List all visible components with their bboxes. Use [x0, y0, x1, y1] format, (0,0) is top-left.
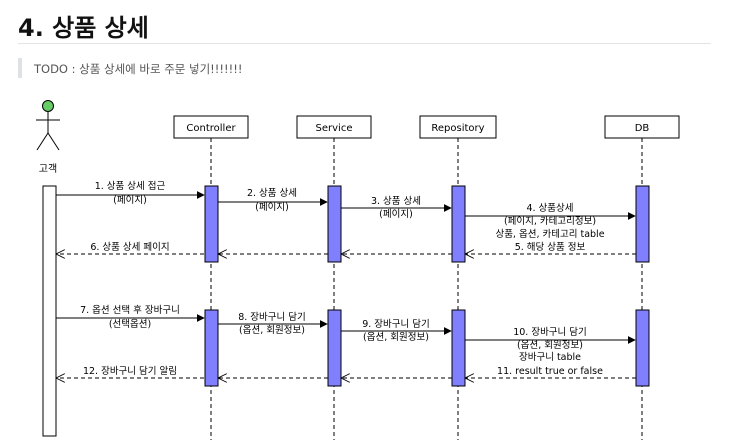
participant-repository: Repository	[419, 115, 497, 139]
message-5: 5. 해당 상품 정보	[466, 241, 636, 254]
message-11-label: 11. result true or false	[497, 366, 603, 377]
activation-db-1	[635, 185, 650, 263]
message-2: 2. 상품 상세 (페이지)	[218, 188, 328, 213]
activation-controller-1	[204, 185, 219, 263]
activation-service-2	[327, 309, 342, 387]
page-title: 4. 상품 상세	[18, 14, 149, 42]
message-7: 7. 옵션 선택 후 장바구니 (선택옵션)	[56, 305, 205, 330]
participant-service-label: Service	[316, 123, 353, 134]
message-11: 11. result true or false	[466, 366, 636, 378]
todo-note: TODO : 상품 상세에 바로 주문 넣기!!!!!!!	[18, 58, 708, 80]
message-2-label: 2. 상품 상세	[247, 188, 297, 199]
actor-activation	[42, 185, 57, 437]
participant-repository-label: Repository	[431, 123, 484, 134]
message-7-label: 7. 옵션 선택 후 장바구니	[80, 305, 180, 316]
activation-repository-1	[451, 185, 466, 263]
title-divider	[18, 43, 711, 44]
todo-text: TODO : 상품 상세에 바로 주문 넣기!!!!!!!	[34, 62, 243, 76]
activation-db-2	[635, 309, 650, 387]
message-9-param: (옵션, 회원정보)	[363, 332, 429, 343]
activation-service-1	[327, 185, 342, 263]
participant-db: DB	[604, 115, 680, 139]
lifelines	[210, 138, 643, 440]
message-10: 10. 장바구니 담기 (옵션, 회원정보) 장바구니 table	[465, 326, 636, 363]
message-1-param: (페이지)	[113, 195, 147, 206]
message-12: 12. 장바구니 담기 알림	[57, 365, 204, 378]
actor-head	[42, 100, 54, 112]
message-6: 6. 상품 상세 페이지	[57, 242, 204, 254]
message-3-label: 3. 상품 상세	[371, 196, 421, 207]
participant-service: Service	[296, 115, 372, 139]
message-4-label: 4. 상품상세	[526, 203, 573, 214]
quote-bar	[18, 58, 22, 78]
message-4-table: 상품, 옵션, 카테고리 table	[495, 229, 604, 240]
message-2-param: (페이지)	[255, 202, 289, 213]
participant-controller: Controller	[173, 115, 249, 139]
message-8: 8. 장바구니 담기 (옵션, 회원정보)	[218, 311, 328, 336]
message-9: 9. 장바구니 담기 (옵션, 회원정보)	[341, 318, 452, 343]
message-1-label: 1. 상품 상세 접근	[95, 180, 166, 192]
actor-customer: 고객	[36, 100, 60, 175]
message-6-label: 6. 상품 상세 페이지	[90, 242, 169, 253]
message-9-label: 9. 장바구니 담기	[362, 318, 430, 330]
message-8-label: 8. 장바구니 담기	[238, 311, 306, 323]
activations-2	[204, 309, 650, 387]
activation-repository-2	[451, 309, 466, 387]
message-7-param: (선택옵션)	[109, 319, 151, 330]
actor-label: 고객	[39, 163, 57, 175]
message-10-param: (옵션, 회원정보)	[517, 340, 583, 351]
message-10-table: 장바구니 table	[519, 352, 581, 363]
message-1: 1. 상품 상세 접근 (페이지)	[56, 180, 205, 206]
message-4: 4. 상품상세 (페이지, 카테고리정보) 상품, 옵션, 카테고리 table	[465, 203, 636, 240]
message-3: 3. 상품 상세 (페이지)	[341, 196, 452, 220]
message-3-param: (페이지)	[379, 209, 413, 220]
message-5-label: 5. 해당 상품 정보	[515, 241, 586, 253]
message-10-label: 10. 장바구니 담기	[513, 326, 587, 338]
participant-controller-label: Controller	[186, 123, 236, 134]
activation-controller-2	[204, 309, 219, 387]
activations-1	[204, 185, 650, 263]
message-12-label: 12. 장바구니 담기 알림	[83, 365, 177, 377]
message-4-param: (페이지, 카테고리정보)	[504, 216, 596, 227]
message-8-param: (옵션, 회원정보)	[239, 325, 305, 336]
participant-db-label: DB	[635, 123, 650, 134]
